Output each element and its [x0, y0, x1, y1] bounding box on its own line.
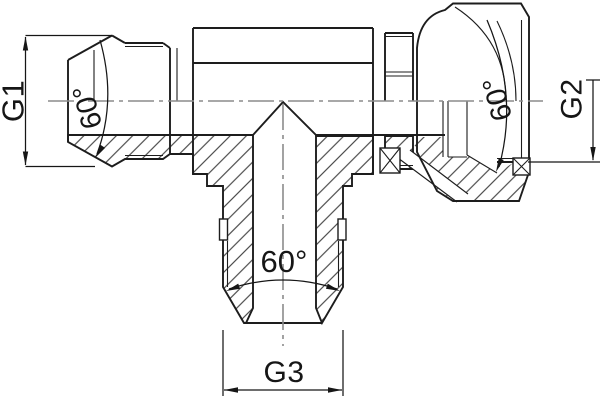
nut-cone-surface-band	[398, 150, 468, 202]
section-left-body	[67, 134, 254, 324]
angle-label-left: 60°	[67, 82, 109, 133]
swivel-nut	[379, 2, 531, 202]
angle-arc-bottom	[228, 279, 338, 290]
left-thread-end-chamfer	[162, 42, 171, 49]
g1-label: G1	[0, 80, 31, 122]
angle-arrow-bottom-left	[226, 283, 241, 291]
g3-arrow-right	[328, 387, 342, 393]
angle-label-bottom: 60°	[261, 244, 308, 279]
drill-point-cone	[252, 100, 317, 136]
g1-arrow-bottom	[22, 151, 29, 166]
angle-arrow-left	[95, 144, 106, 158]
g3-arrow-left	[224, 387, 238, 393]
angle-label-right: 60°	[477, 74, 519, 125]
branch-thread-relief-right	[337, 218, 347, 241]
angle-arc-left	[96, 39, 109, 155]
left-port	[67, 34, 178, 157]
dimension-g1: G1	[0, 34, 112, 168]
dimension-g3: G3	[222, 330, 344, 396]
dimension-g2: G2	[528, 78, 600, 163]
branch-thread-relief-left	[218, 218, 229, 241]
nut-outline	[416, 2, 530, 202]
angle-annotation-right: 60°	[477, 19, 519, 172]
g3-label: G3	[263, 356, 304, 389]
g2-arrow	[590, 147, 596, 161]
angle-annotation-bottom: 60°	[226, 244, 340, 291]
g2-label: G2	[556, 78, 589, 119]
centerlines	[48, 100, 543, 346]
angle-arrow-right	[496, 158, 504, 172]
section-hatching	[67, 134, 530, 326]
port-cone-flank	[466, 154, 498, 174]
seal-section-box-left	[379, 147, 401, 174]
left-cone-flank-top	[67, 34, 113, 61]
left-thread-chamfer-top	[111, 34, 126, 44]
angle-arrow-bottom-right	[325, 283, 340, 291]
angle-arc-right	[486, 19, 508, 168]
seal-section-box-right	[512, 157, 531, 176]
nut-hex-corner-curve-2	[496, 20, 517, 102]
g1-arrow-top	[22, 36, 29, 51]
